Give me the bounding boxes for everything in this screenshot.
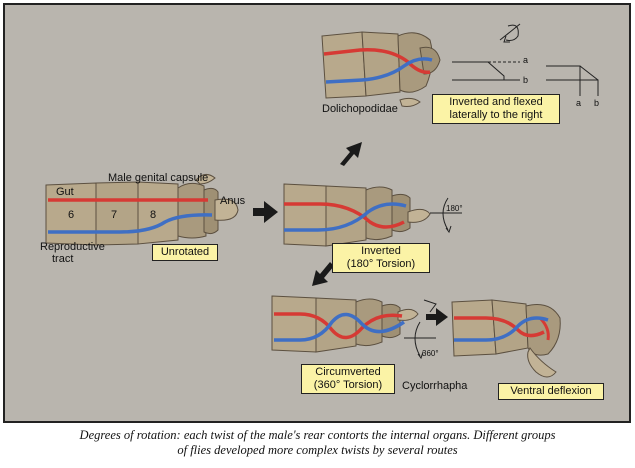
rotation-180-icon — [430, 197, 462, 234]
circumverted-reproductive-line — [274, 312, 405, 342]
flex-axis-diagram — [452, 23, 599, 96]
ventral-deflexion-abdomen — [451, 299, 561, 378]
segment-6-label: 6 — [68, 209, 75, 221]
axis-a-label: a — [523, 55, 529, 65]
axis-a-flexed-label: a — [576, 98, 582, 108]
segment-7-label: 7 — [111, 209, 118, 221]
dolichopodidae-abdomen — [321, 31, 441, 107]
gut-label: Gut — [56, 186, 74, 198]
rotation-360-icon — [404, 299, 437, 360]
unrotated-box: Unrotated — [152, 244, 218, 261]
circumverted-gut-line — [274, 312, 403, 340]
dolichopodidae-reproductive-line — [325, 57, 433, 84]
arrow-right-icon — [253, 201, 278, 223]
inverted-gut-line — [284, 202, 405, 229]
arrow-right-small-icon — [426, 308, 448, 326]
dolichopodidae-label: Dolichopodidae — [322, 103, 398, 115]
unrotated-abdomen — [45, 174, 239, 246]
ventral-deflexion-box: Ventral deflexion — [498, 383, 604, 400]
inverted-box: Inverted (180° Torsion) — [332, 243, 430, 273]
unrotated-reproductive-line — [48, 213, 213, 234]
segment-8-label: 8 — [150, 209, 157, 221]
arrow-up-right-icon — [340, 142, 362, 166]
inverted-flexed-box: Inverted and flexed laterally to the rig… — [432, 94, 560, 124]
reproductive-tract-label: Reproductive tract — [40, 241, 105, 265]
axis-b-label: b — [523, 75, 529, 85]
circumverted-abdomen — [271, 295, 419, 353]
ventral-gut-line — [454, 316, 545, 338]
inverted-reproductive-line — [284, 202, 407, 232]
rotation-360-label: 360° — [422, 349, 439, 358]
figure-caption: Degrees of rotation: each twist of the m… — [79, 428, 556, 457]
ventral-reproductive-line — [454, 316, 549, 342]
anus-label: Anus — [220, 195, 246, 207]
axis-b-flexed-label: b — [594, 98, 600, 108]
inverted-abdomen — [283, 183, 431, 247]
arrow-down-left-icon — [312, 262, 334, 286]
circumverted-box: Circumverted (360° Torsion) — [301, 364, 395, 394]
cyclorrhapha-label: Cyclorrhapha — [402, 380, 468, 392]
rotation-180-label: 180° — [446, 204, 463, 213]
male-genital-capsule-label: Male genital capsule — [108, 172, 209, 184]
